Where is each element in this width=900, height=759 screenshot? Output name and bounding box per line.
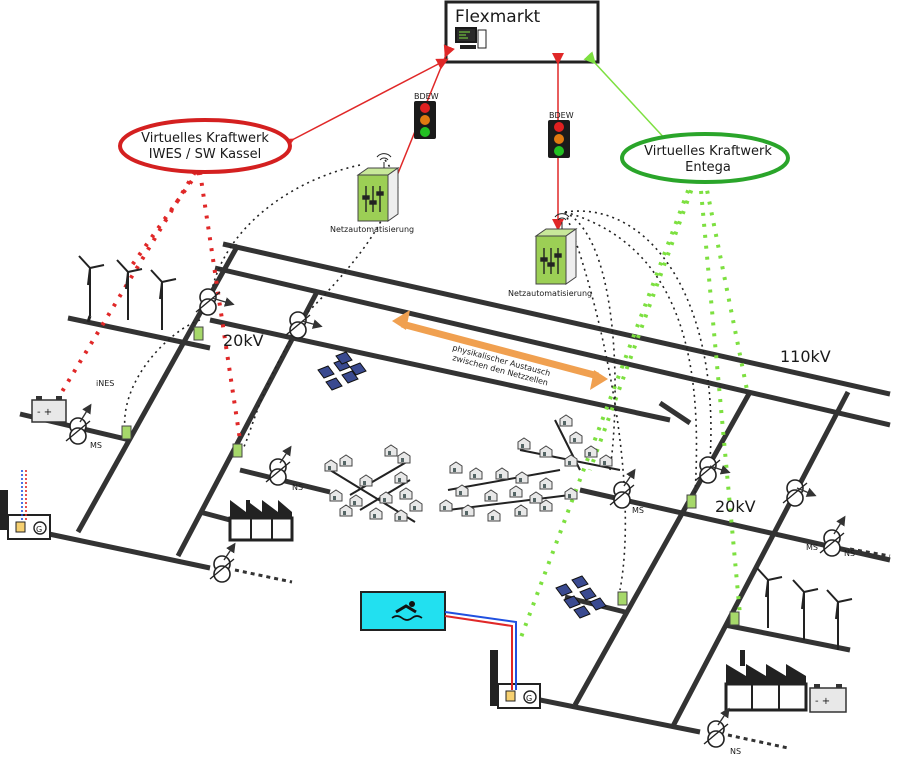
wind-turbines-right [756, 567, 853, 651]
flexmarkt-links [281, 44, 669, 231]
solar-panels-bottom [555, 575, 607, 619]
feeder-top-left [67, 315, 211, 351]
svg-text:- +: - + [815, 696, 830, 707]
meter-box-icon [232, 443, 243, 458]
green-light-icon [420, 127, 430, 137]
slider-icon [362, 186, 384, 212]
ines-label: iNES [96, 379, 114, 388]
feeder-mv-main [209, 317, 671, 423]
vk-right-dotted-links [518, 179, 750, 641]
factory-right-icon [724, 650, 808, 712]
computer-icon [455, 27, 487, 49]
ms-label-right: MS [806, 543, 818, 552]
wind-turbine-icon [150, 269, 177, 331]
transformer-icon [209, 555, 235, 583]
vk-entega-line2: Entega [685, 160, 731, 175]
svg-text:- +: - + [37, 407, 52, 418]
swimming-pool [360, 591, 517, 690]
ms-label-left: MS [90, 441, 102, 450]
ns-label-left: NS [292, 483, 303, 492]
ns-label-right: NS [844, 549, 855, 558]
bdew-label-right: BDEW [549, 111, 574, 120]
voltage-20kv-left: 20kV [223, 331, 264, 350]
traffic-light-right: BDEW [548, 111, 574, 158]
meter-box-icon [121, 425, 132, 440]
meter-box-icon [686, 494, 697, 509]
amber-light-icon [420, 115, 430, 125]
transformer-icon [609, 481, 635, 509]
antenna-icon [376, 153, 392, 168]
transformer-icon [782, 479, 808, 507]
grid-automation-left: Netzautomatisierung [330, 153, 414, 234]
antenna-icon [554, 213, 570, 229]
meter-box-icon [617, 591, 628, 606]
transformer-icon [703, 720, 729, 748]
factory-left-icon [228, 500, 294, 542]
red-light-icon [420, 103, 430, 113]
ms-label-center: MS [632, 506, 644, 515]
traffic-light-left: BDEW [414, 92, 439, 139]
wind-turbines-left [78, 255, 177, 331]
voltage-110kv: 110kV [780, 347, 831, 366]
wind-turbine-icon [78, 255, 105, 317]
wind-turbine-icon [116, 259, 143, 321]
feeder-wind-right [724, 622, 851, 653]
wind-turbine-icon [792, 579, 819, 641]
automation-dotted-links [123, 159, 712, 591]
red-light-icon [554, 122, 564, 132]
vk-entega-ellipse: Virtuelles Kraftwerk Entega [620, 132, 790, 184]
voltage-20kv-right: 20kV [715, 497, 756, 516]
feeder-right-vertical-a [572, 390, 753, 707]
feeder-bottom-left [29, 527, 211, 571]
amber-light-icon [554, 134, 564, 144]
grid-automation-right-label: Netzautomatisierung [508, 289, 592, 298]
vk-iwes-ellipse: Virtuelles Kraftwerk IWES / SW Kassel [118, 118, 292, 174]
hv-line-upper [222, 241, 891, 397]
svg-text:G: G [526, 694, 532, 703]
solar-panels-top [317, 351, 367, 391]
flexmarkt-title: Flexmarkt [455, 7, 541, 27]
wind-turbine-icon [756, 567, 783, 629]
meter-box-icon [729, 611, 740, 626]
bdew-label-left: BDEW [414, 92, 439, 101]
houses-mid-cluster [439, 461, 578, 522]
flexmarkt-box: Flexmarkt [444, 0, 600, 64]
dotted-tails [234, 547, 891, 750]
green-light-icon [554, 146, 564, 156]
feeder-right-vertical-b [669, 390, 851, 730]
houses-left-cluster [324, 444, 423, 523]
feeder-gap-top [658, 400, 692, 426]
vk-left-dotted-links [58, 170, 242, 441]
wind-turbine-icon [826, 589, 853, 651]
transformer-arrows [79, 297, 846, 726]
slider-icon [540, 248, 562, 274]
hv-line-lower [214, 265, 891, 428]
houses-right-cluster [517, 414, 621, 471]
chp-left-icon: G [0, 470, 51, 540]
vk-iwes-line1: Virtuelles Kraftwerk [141, 131, 269, 146]
meter-box-icon [193, 326, 204, 341]
swimmer-icon [391, 601, 423, 621]
grid-automation-left-label: Netzautomatisierung [330, 225, 414, 234]
chp-right-icon: G [490, 650, 541, 709]
vk-entega-line1: Virtuelles Kraftwerk [644, 144, 772, 159]
grid-automation-right: Netzautomatisierung [508, 213, 592, 298]
battery-right-icon: - + [809, 684, 847, 713]
ns-label-bottom: NS [730, 747, 741, 756]
vk-iwes-line2: IWES / SW Kassel [149, 147, 261, 162]
battery-left-icon: - + [31, 396, 67, 423]
svg-text:G: G [36, 525, 42, 534]
grid-lines [19, 241, 891, 735]
